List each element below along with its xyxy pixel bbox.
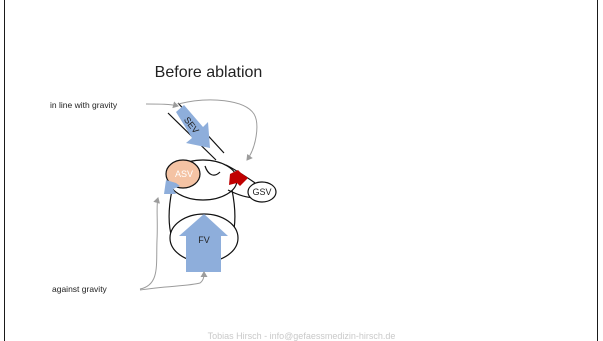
gsv-label: GSV (252, 187, 271, 197)
annotation-line-against-asv (140, 198, 158, 289)
annotation-line-against-fv (140, 272, 204, 290)
slide-footer: Tobias Hirsch - info@gefaessmedizin-hirs… (0, 331, 603, 341)
fv-label: FV (198, 235, 210, 245)
annotation-line-in-line-sev (146, 104, 178, 106)
asv-label: ASV (175, 169, 193, 179)
